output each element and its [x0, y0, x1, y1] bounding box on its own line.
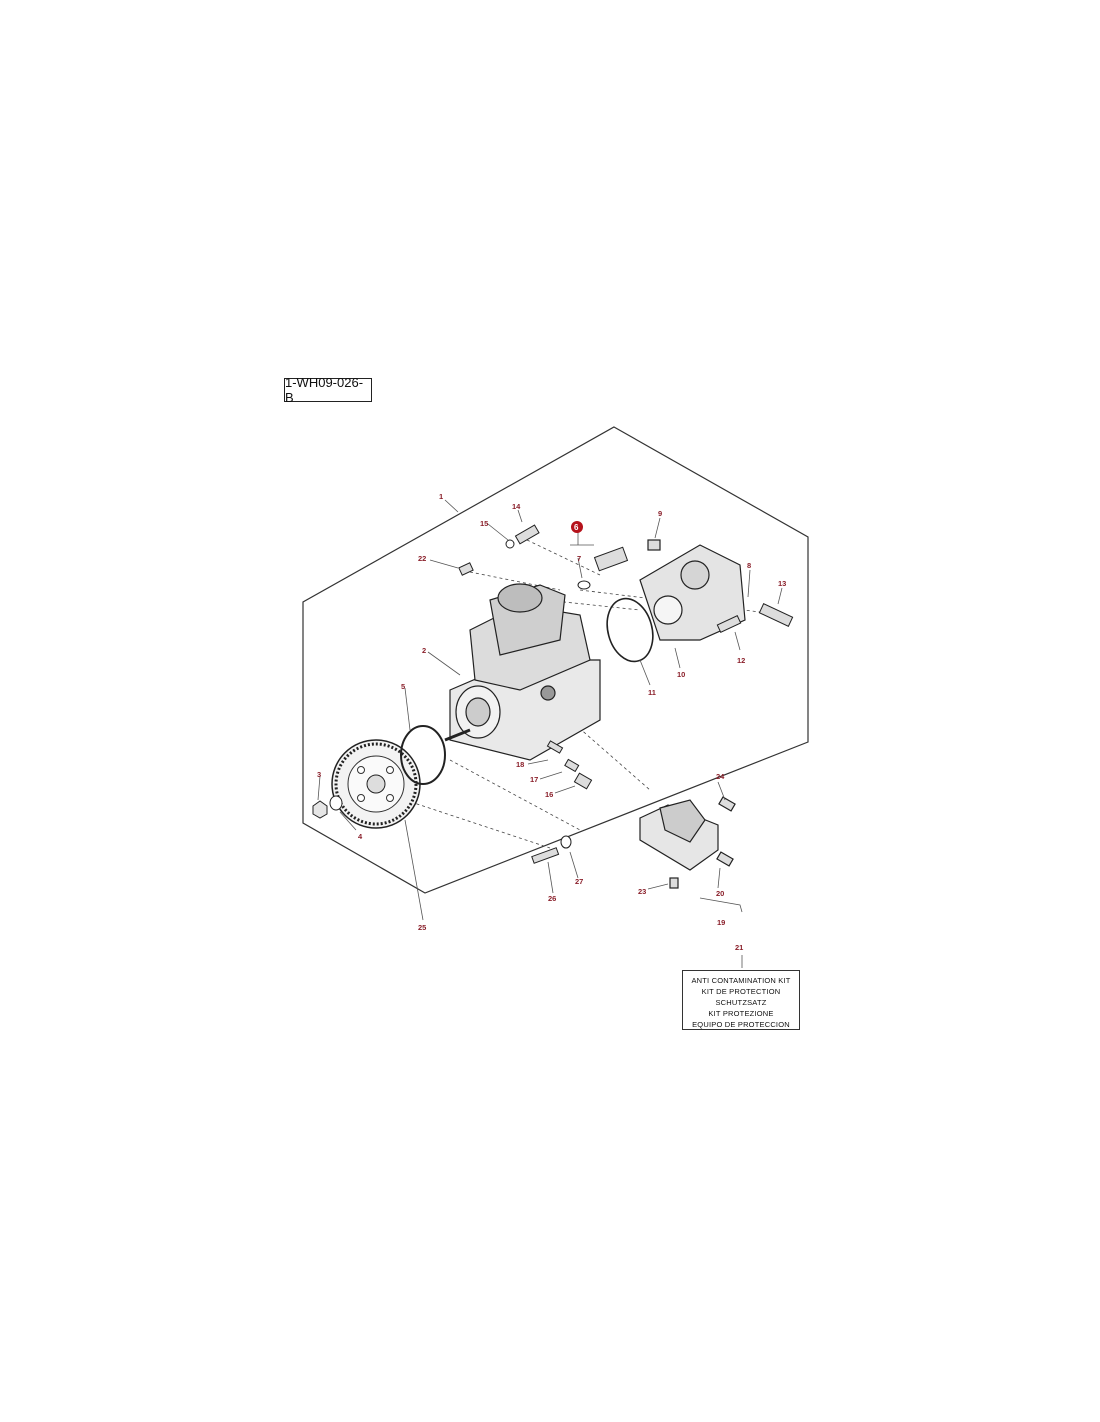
o-ring-part: [400, 725, 446, 785]
kit-label-line-4: KIT PROTEZIONE: [708, 1009, 774, 1018]
callout-19: 19: [717, 918, 725, 927]
callout-2: 2: [422, 646, 426, 655]
bolt-12: [716, 615, 742, 633]
callout-13: 13: [778, 579, 786, 588]
callout-1: 1: [439, 492, 443, 501]
kit-label-line-3: SCHUTZSATZ: [715, 998, 767, 1007]
leader-lines: [317, 499, 783, 968]
o-ring-11: [606, 597, 654, 663]
kit-label-line-1: ANTI CONTAMINATION KIT: [691, 976, 791, 985]
callout-16: 16: [545, 790, 553, 799]
callout-7: 7: [577, 554, 581, 563]
callout-3: 3: [317, 770, 321, 779]
callout-22: 22: [418, 554, 426, 563]
callout-6: 6: [574, 523, 579, 532]
callout-25: 25: [418, 923, 426, 932]
bolt-26-washer-27: [531, 835, 572, 864]
callout-27: 27: [575, 877, 583, 886]
callout-20: 20: [716, 889, 724, 898]
injection-pump-body: [444, 583, 601, 761]
callout-4: 4: [358, 832, 363, 841]
sensor-14: [505, 524, 540, 549]
callout-24: 24: [716, 772, 725, 781]
callout-15: 15: [480, 519, 488, 528]
pump-housing-10: [639, 539, 746, 641]
callout-23: 23: [638, 887, 646, 896]
fittings-16-18: [546, 740, 593, 790]
gear-part: [331, 739, 421, 829]
kit-label-line-5: EQUIPO DE PROTECCION: [692, 1020, 790, 1029]
kit-label-line-2: KIT DE PROTECTION: [701, 987, 781, 996]
diagram-reference-code: 1-WH09-026-B: [284, 375, 372, 405]
valve-6: [577, 546, 629, 590]
callout-26: 26: [548, 894, 556, 903]
sensor-13: [758, 603, 794, 627]
callout-18: 18: [516, 760, 524, 769]
callout-10: 10: [677, 670, 685, 679]
assembly-frame: [302, 426, 809, 894]
callout-14: 14: [512, 502, 521, 511]
callout-5: 5: [401, 682, 405, 691]
callout-21: 21: [735, 943, 743, 952]
callout-8: 8: [747, 561, 751, 570]
callout-12: 12: [737, 656, 745, 665]
bolt-22: [458, 562, 474, 576]
nut-washer: [312, 795, 343, 819]
bracket-19: [639, 796, 736, 889]
callout-9: 9: [658, 509, 662, 518]
callout-11: 11: [648, 688, 656, 697]
anti-contamination-kit-label: ANTI CONTAMINATION KIT KIT DE PROTECTION…: [682, 970, 800, 1030]
callout-17: 17: [530, 775, 538, 784]
callout-6-highlight: [571, 521, 583, 533]
